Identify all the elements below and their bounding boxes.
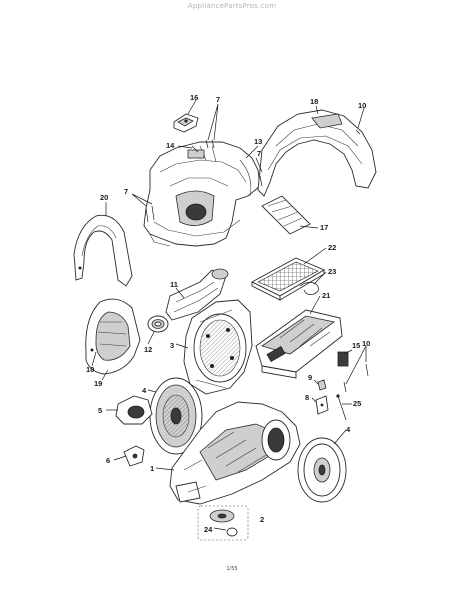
callout-18: 18 xyxy=(310,97,318,106)
callout-9: 9 xyxy=(308,373,312,382)
part-20-side-bumper xyxy=(73,214,133,287)
part-4-wheel-right xyxy=(297,437,347,503)
site-watermark: AppliancePartsPros.com xyxy=(187,2,277,10)
callout-13: 13 xyxy=(254,137,262,146)
callout-6: 6 xyxy=(106,456,110,465)
callout-22: 22 xyxy=(328,243,336,252)
callout-23: 23 xyxy=(328,267,336,276)
part-21-dust-bin xyxy=(255,309,343,379)
part-8-bracket xyxy=(315,395,329,415)
part-22-hepa-filter xyxy=(251,257,325,301)
part-10-screws xyxy=(343,129,369,393)
callout-12: 12 xyxy=(144,345,152,354)
callout-1: 1 xyxy=(150,464,154,473)
part-19-rear-frame xyxy=(85,298,141,375)
callout-10-right: 10 xyxy=(362,339,370,348)
page-number: 1/55 xyxy=(226,566,238,572)
callout-17: 17 xyxy=(320,223,328,232)
part-17-filter-strip xyxy=(261,195,311,235)
callout-19: 19 xyxy=(94,379,102,388)
callout-21: 21 xyxy=(322,291,330,300)
callout-7-top: 7 xyxy=(216,95,220,104)
callout-25: 25 xyxy=(353,399,361,408)
part-7-screws xyxy=(145,139,263,223)
part-18-rear-hood xyxy=(257,109,377,197)
part-15-switch xyxy=(337,351,349,367)
callout-20: 20 xyxy=(100,193,108,202)
part-23-wire-clip xyxy=(299,282,319,295)
callout-7-mid: 7 xyxy=(257,149,261,158)
part-2-hub-kit xyxy=(197,505,249,541)
callout-2: 2 xyxy=(260,515,264,524)
callout-7-left: 7 xyxy=(124,187,128,196)
part-3-motor-assembly xyxy=(183,299,253,395)
callout-4-left: 4 xyxy=(142,386,147,395)
callout-24: 24 xyxy=(204,525,213,534)
callout-10-top: 10 xyxy=(358,101,366,110)
callout-3: 3 xyxy=(170,341,174,350)
callout-5: 5 xyxy=(98,406,102,415)
part-14-screw xyxy=(191,145,199,153)
part-13-upper-housing xyxy=(143,141,261,247)
callout-8: 8 xyxy=(305,393,309,402)
part-5-caster xyxy=(115,395,153,425)
part-12-seal-ring xyxy=(147,315,169,333)
callout-14: 14 xyxy=(166,141,175,150)
part-11-inlet-tube xyxy=(165,268,229,321)
callout-16: 16 xyxy=(190,93,198,102)
callout-labels: 16 7 14 13 7 18 10 7 20 17 22 23 21 11 1… xyxy=(86,93,370,534)
callout-4-right: 4 xyxy=(346,425,351,434)
part-25-pin xyxy=(336,394,347,421)
part-9-clip xyxy=(317,379,327,391)
part-1-base-chassis xyxy=(169,401,301,505)
part-4-wheel-left xyxy=(149,377,203,455)
part-6-latch xyxy=(123,445,145,467)
callout-15: 15 xyxy=(352,341,360,350)
callout-leaders xyxy=(91,99,367,531)
callout-11: 11 xyxy=(170,280,178,289)
callout-10-left: 10 xyxy=(86,365,94,374)
part-16-top-cap xyxy=(173,113,199,133)
